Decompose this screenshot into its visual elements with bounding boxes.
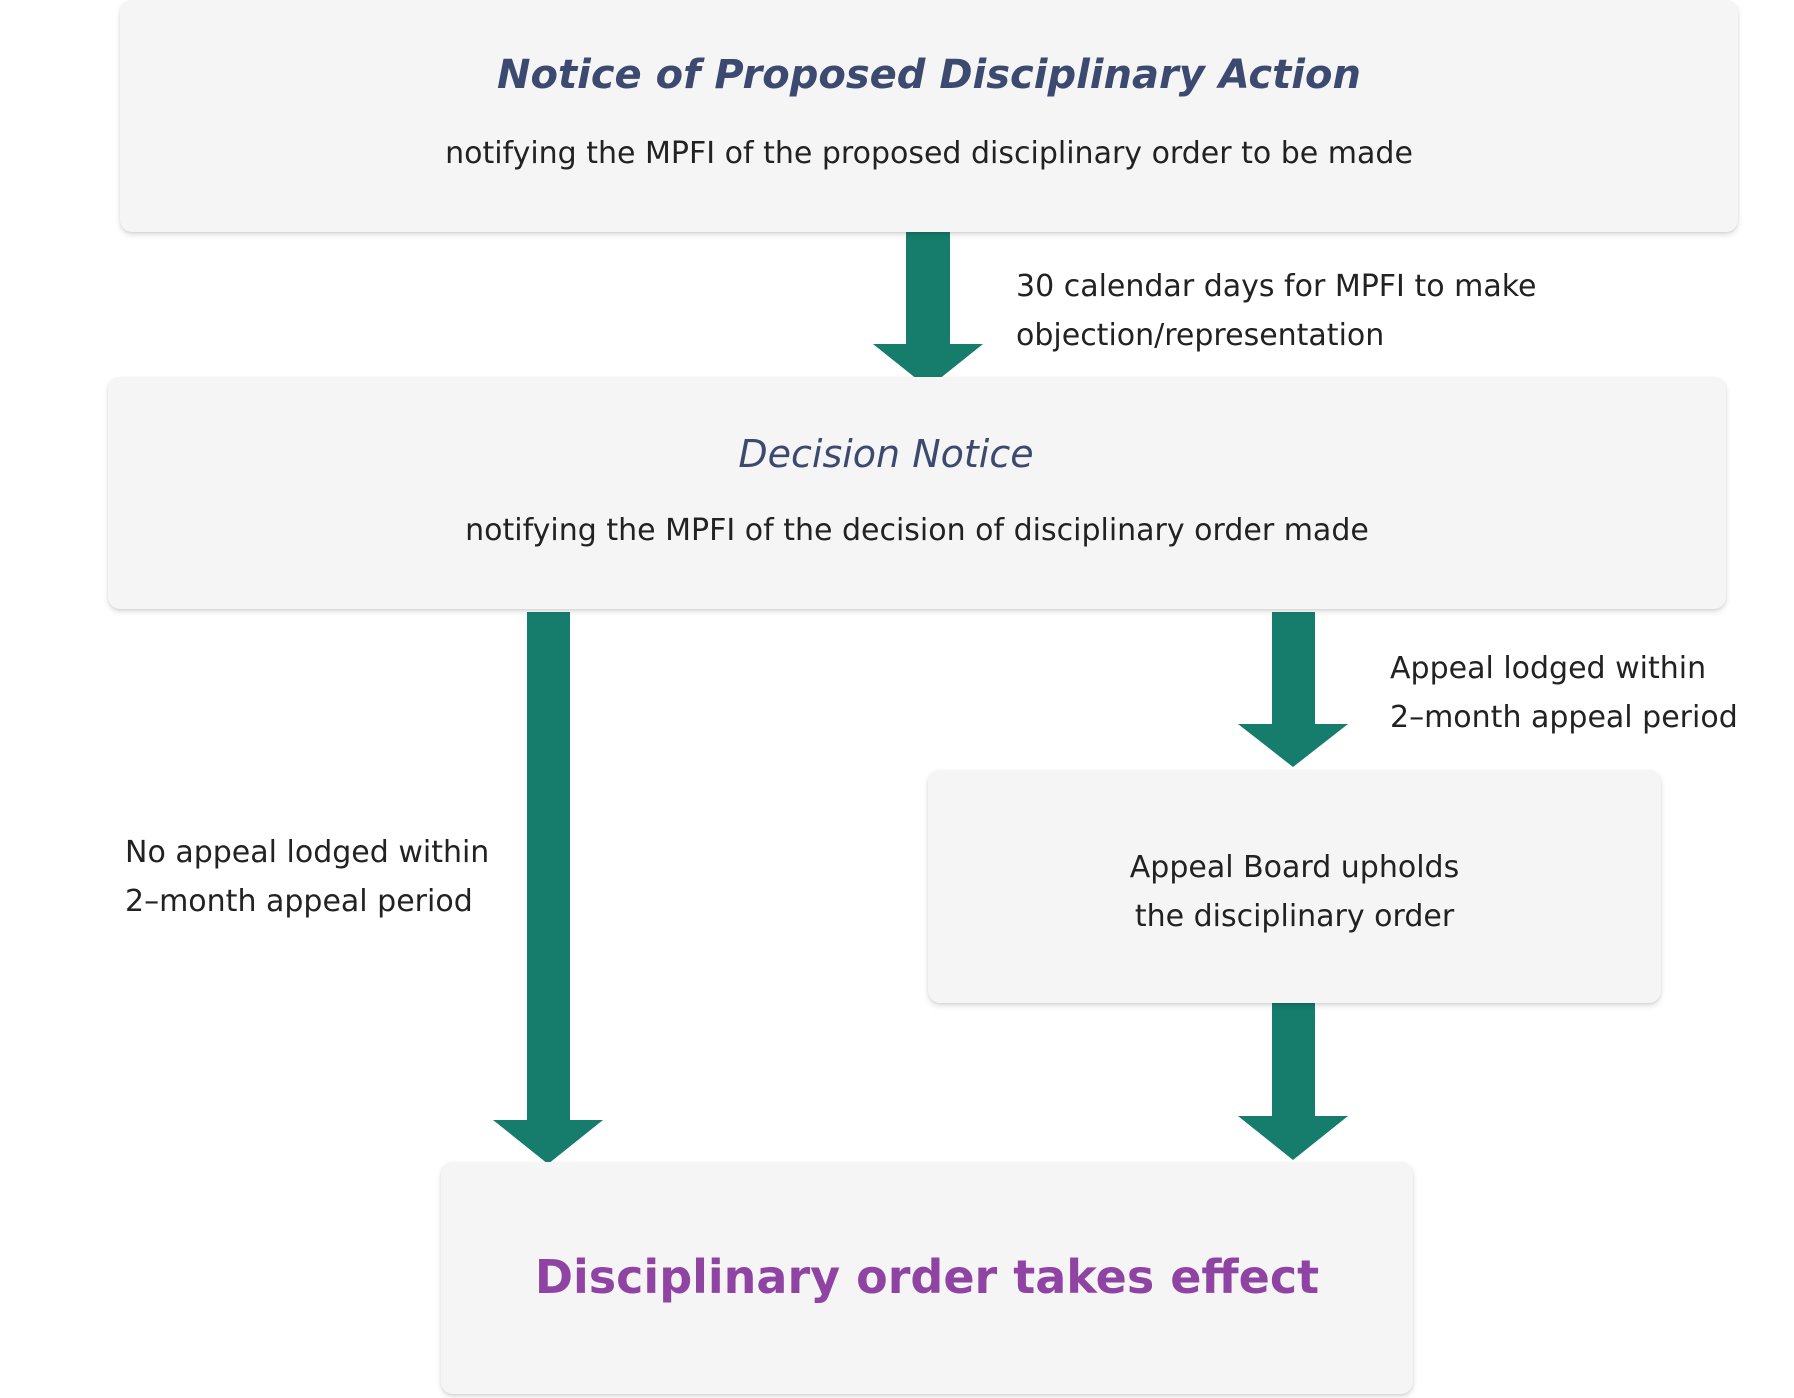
- no-appeal-label-line1: No appeal lodged within: [125, 835, 490, 870]
- final-outcome-title: Disciplinary order takes effect: [534, 1250, 1320, 1304]
- objection-label-line2: objection/representation: [1016, 318, 1385, 353]
- order-takes-effect-box: Disciplinary order takes effect: [441, 1162, 1413, 1394]
- notice-of-proposed-action-box: Notice of Proposed Disciplinary Action n…: [120, 0, 1738, 232]
- appeal-board-line1: Appeal Board upholds: [1129, 850, 1460, 885]
- decision-notice-box: Decision Notice notifying the MPFI of th…: [108, 377, 1726, 609]
- notice-subtitle: notifying the MPFI of the proposed disci…: [445, 136, 1413, 171]
- appeal-board-box: Appeal Board upholds the disciplinary or…: [928, 770, 1661, 1003]
- decision-subtitle: notifying the MPFI of the decision of di…: [465, 513, 1369, 548]
- arrow-notice-to-decision: [873, 232, 983, 388]
- appeal-label-line1: Appeal lodged within: [1390, 651, 1707, 686]
- arrow-group: [493, 232, 1348, 1164]
- arrow-appeal-board-to-final: [1238, 1003, 1348, 1160]
- no-appeal-label: No appeal lodged within 2–month appeal p…: [125, 828, 489, 926]
- no-appeal-label-line2: 2–month appeal period: [125, 884, 473, 919]
- arrow-decision-to-appeal-board: [1238, 612, 1348, 767]
- decision-title: Decision Notice: [738, 432, 1034, 476]
- arrow-decision-to-final-no-appeal: [493, 612, 603, 1164]
- appeal-board-line2: the disciplinary order: [1134, 899, 1455, 934]
- appeal-label-line2: 2–month appeal period: [1390, 700, 1738, 735]
- appeal-board-text: Appeal Board upholds the disciplinary or…: [928, 843, 1661, 941]
- objection-label-line1: 30 calendar days for MPFI to make: [1016, 269, 1537, 304]
- objection-period-label: 30 calendar days for MPFI to make object…: [1016, 262, 1536, 360]
- appeal-lodged-label: Appeal lodged within 2–month appeal peri…: [1390, 644, 1738, 742]
- notice-title: Notice of Proposed Disciplinary Action: [497, 52, 1361, 98]
